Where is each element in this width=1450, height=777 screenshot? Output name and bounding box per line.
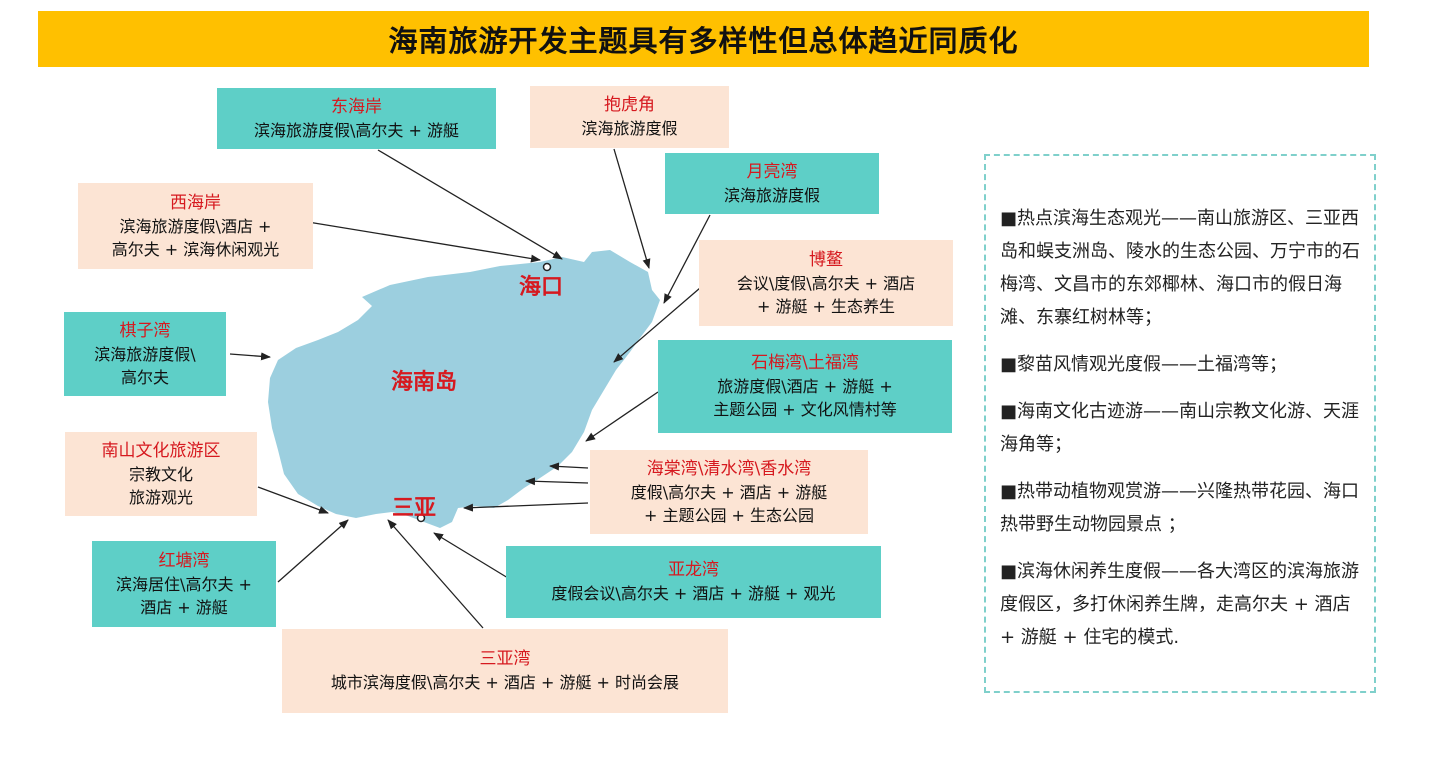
region-name: 海棠湾\清水湾\香水湾 [646, 458, 812, 479]
region-box-nanshan: 南山文化旅游区 宗教文化 旅游观光 [65, 432, 257, 516]
region-box-donghaian: 东海岸 滨海旅游度假\高尔夫 + 游艇 [217, 88, 496, 149]
region-name: 东海岸 [331, 96, 382, 117]
page-title: 海南旅游开发主题具有多样性但总体趋近同质化 [388, 24, 1019, 58]
arrow-baohujiao [613, 148, 651, 269]
arrow-nanshan [257, 486, 329, 514]
island-label: 海南岛 [391, 370, 458, 395]
arrow-donghaian [377, 149, 563, 260]
info-item: ■海南文化古迹游——南山宗教文化游、天涯海角等； [1000, 401, 1360, 455]
region-name: 三亚湾 [479, 649, 531, 669]
arrow-hongtangwan [277, 519, 349, 583]
info-item: ■热带动植物观赏游——兴隆热带花园、海口热带野生动物园景点 ； [1000, 481, 1360, 535]
arrow-haitangwan-1 [549, 462, 589, 471]
region-box-sanyawan: 三亚湾 城市滨海度假\高尔夫 + 酒店 + 游艇 + 时尚会展 [282, 629, 728, 713]
arrow-sanyawan [387, 519, 484, 629]
arrow-xihaian [307, 221, 541, 263]
arrow-boao [613, 287, 701, 363]
region-box-baohujiao: 抱虎角 滨海旅游度假 [530, 86, 729, 148]
haikou-dot [542, 262, 552, 272]
region-desc: 滨海旅游度假 [581, 119, 678, 138]
region-name: 西海岸 [170, 192, 221, 213]
region-desc: 度假会议\高尔夫 + 酒店 + 游艇 + 观光 [551, 584, 836, 603]
region-box-hongtangwan: 红塘湾 滨海居住\高尔夫 + 酒店 + 游艇 [92, 541, 276, 627]
region-name: 棋子湾 [119, 320, 171, 341]
region-desc: 滨海旅游度假\ 高尔夫 [94, 344, 196, 387]
region-box-xihaian: 西海岸 滨海旅游度假\酒店 + 高尔夫 + 滨海休闲观光 [78, 183, 313, 269]
info-item: ■黎苗风情观光度假——土福湾等； [1000, 354, 1288, 375]
region-desc: 滨海旅游度假\酒店 + 高尔夫 + 滨海休闲观光 [111, 216, 280, 259]
hainan-island-shape [268, 250, 660, 528]
haikou-label: 海口 [519, 275, 564, 300]
region-desc: 会议\度假\高尔夫 + 酒店 + 游艇 + 生态养生 [736, 273, 916, 316]
region-name: 博鳌 [809, 249, 843, 270]
region-name: 抱虎角 [604, 95, 655, 115]
region-desc: 旅游度假\酒店 + 游艇 + 主题公园 + 文化风情村等 [713, 377, 897, 419]
region-box-yueliangwan: 月亮湾 滨海旅游度假 [665, 153, 879, 214]
region-box-boao: 博鳌 会议\度假\高尔夫 + 酒店 + 游艇 + 生态养生 [699, 240, 953, 326]
region-name: 月亮湾 [746, 161, 798, 182]
region-desc: 滨海旅游度假\高尔夫 + 游艇 [254, 120, 459, 140]
region-name: 石梅湾\土福湾 [751, 353, 859, 373]
region-desc: 滨海居住\高尔夫 + 酒店 + 游艇 [116, 574, 252, 617]
region-desc: 度假\高尔夫 + 酒店 + 游艇 + 主题公园 + 生态公园 [630, 482, 828, 525]
arrow-shimeiwan [585, 391, 659, 442]
arrow-yalongwan [433, 532, 509, 579]
region-box-qiziwan: 棋子湾 滨海旅游度假\ 高尔夫 [64, 312, 226, 396]
region-desc: 宗教文化 旅游观光 [128, 464, 193, 507]
sanya-label: 三亚 [392, 496, 437, 521]
region-name: 红塘湾 [158, 550, 210, 571]
arrow-haitangwan-3 [463, 502, 589, 512]
info-item: ■热点滨海生态观光——南山旅游区、三亚西岛和蜈支洲岛、陵水的生态公园、万宁市的石… [1000, 208, 1360, 328]
arrow-haitangwan-2 [525, 477, 589, 486]
info-panel: ■热点滨海生态观光——南山旅游区、三亚西岛和蜈支洲岛、陵水的生态公园、万宁市的石… [984, 154, 1376, 693]
arrow-yueliangwan [663, 214, 711, 304]
region-desc: 滨海旅游度假 [723, 185, 820, 205]
region-name: 南山文化旅游区 [101, 440, 221, 461]
sanya-dot [416, 513, 426, 523]
title-banner: 海南旅游开发主题具有多样性但总体趋近同质化 [38, 11, 1369, 67]
region-desc: 城市滨海度假\高尔夫 + 酒店 + 游艇 + 时尚会展 [330, 673, 680, 692]
region-box-yalongwan: 亚龙湾 度假会议\高尔夫 + 酒店 + 游艇 + 观光 [506, 546, 881, 618]
region-box-haitangwan: 海棠湾\清水湾\香水湾 度假\高尔夫 + 酒店 + 游艇 + 主题公园 + 生态… [590, 450, 868, 534]
arrow-qiziwan [229, 352, 271, 361]
region-name: 亚龙湾 [668, 560, 719, 580]
region-box-shimeiwan: 石梅湾\土福湾 旅游度假\酒店 + 游艇 + 主题公园 + 文化风情村等 [658, 340, 952, 433]
info-item: ■滨海休闲养生度假——各大湾区的滨海旅游度假区，多打休闲养生牌，走高尔夫 + 酒… [1000, 561, 1360, 648]
